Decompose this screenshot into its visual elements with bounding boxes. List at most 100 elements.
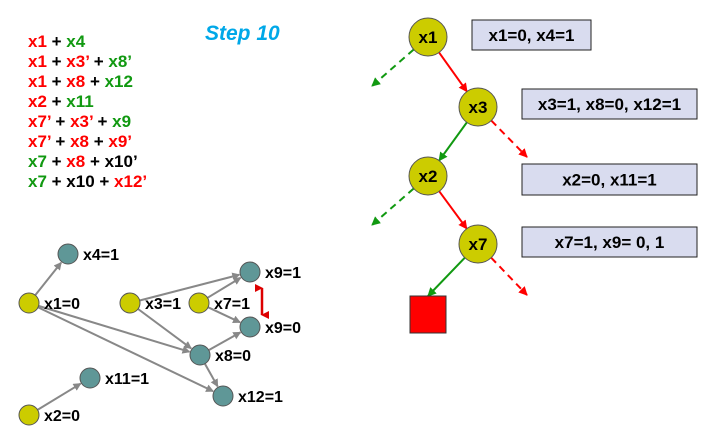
implication-edge xyxy=(206,276,242,300)
graph-node-x2 xyxy=(18,404,40,426)
literal: + xyxy=(46,92,67,111)
tree-node-label: x3 xyxy=(469,98,488,117)
literal: + xyxy=(46,52,67,71)
graph-node-label: x9=0 xyxy=(265,320,301,337)
implication-edge xyxy=(207,331,242,352)
implication-edge xyxy=(138,272,241,302)
tree-node-x3 xyxy=(458,87,498,127)
graph-node-x4 xyxy=(57,243,79,265)
literal: + xyxy=(46,72,67,91)
graph-node-x11 xyxy=(79,367,101,389)
graph-node-label: x3=1 xyxy=(145,296,181,313)
literal: + xyxy=(89,132,109,151)
step-title: Step 10 xyxy=(205,22,280,45)
tree-node-x2 xyxy=(408,156,448,196)
graph-node-x3 xyxy=(119,292,141,314)
tree-dashed-edge xyxy=(490,257,528,296)
literal: x7’ xyxy=(28,112,51,131)
literal: + xyxy=(94,172,115,191)
tree-node-x1 xyxy=(408,17,448,57)
graph-node-label: x7=1 xyxy=(214,296,250,313)
literal: x1 xyxy=(28,52,47,71)
literal: x2 xyxy=(28,92,47,111)
literal: x7’ xyxy=(28,132,51,151)
literal: x10’ xyxy=(104,152,138,171)
literal: + xyxy=(46,172,67,191)
literal: + xyxy=(89,52,109,71)
literal: + xyxy=(85,152,105,171)
graph-node-label: x2=0 xyxy=(44,408,80,425)
tree-edge xyxy=(438,51,468,93)
tree-node-label: x2 xyxy=(419,167,438,186)
assignment-box xyxy=(521,88,698,120)
literal: + xyxy=(46,32,67,51)
assignment-text: x3=1, x8=0, x12=1 xyxy=(538,95,681,114)
implication-edge xyxy=(203,362,219,388)
tree-dashed-edge xyxy=(371,48,415,87)
implication-edge xyxy=(36,382,82,412)
graph-node-x8 xyxy=(189,344,211,366)
tree-edge xyxy=(427,257,466,297)
assignment-box xyxy=(471,19,592,51)
graph-node-x9b xyxy=(239,316,261,338)
clause: x2 + x11 xyxy=(28,92,94,112)
graph-node-label: x8=0 xyxy=(215,348,251,365)
assignment-text: x7=1, x9= 0, 1 xyxy=(555,233,665,252)
graph-node-label: x4=1 xyxy=(83,247,119,264)
assignment-box xyxy=(521,226,698,258)
clause: x7’ + x3’ + x9 xyxy=(28,112,131,132)
tree-node-label: x7 xyxy=(469,235,488,254)
graph-node-x7 xyxy=(188,292,210,314)
literal: x12 xyxy=(104,72,133,91)
literal: x9’ xyxy=(108,132,133,151)
tree-dashed-edge xyxy=(371,187,415,226)
conflict-square xyxy=(409,295,447,334)
tree-dashed-edge xyxy=(490,119,528,158)
literal: + xyxy=(92,112,113,131)
assignment-text: x1=0, x4=1 xyxy=(488,26,574,45)
clause: x7’ + x8 + x9’ xyxy=(28,132,132,152)
clause: x7 + x10 + x12’ xyxy=(28,172,147,192)
assignment-box xyxy=(521,163,698,196)
literal: + xyxy=(50,132,71,151)
graph-node-x12 xyxy=(212,385,234,407)
graph-node-label: x11=1 xyxy=(105,371,149,388)
literal: x11 xyxy=(66,92,94,111)
literal: x4 xyxy=(66,32,86,51)
clause: x1 + x8 + x12 xyxy=(28,72,133,92)
tree-edge xyxy=(438,121,468,162)
clause: x1 + x3’ + x8’ xyxy=(28,52,132,72)
literal: x1 xyxy=(28,32,47,51)
graph-node-label: x1=0 xyxy=(44,296,80,313)
clause: x7 + x8 + x10’ xyxy=(28,152,138,172)
literal: + xyxy=(46,152,67,171)
literal: x10 xyxy=(66,172,95,191)
literal: x8 xyxy=(66,152,86,171)
literal: + xyxy=(50,112,71,131)
implication-edge xyxy=(136,307,192,350)
literal: x8’ xyxy=(108,52,133,71)
literal: + xyxy=(85,72,105,91)
graph-node-label: x9=1 xyxy=(265,265,301,282)
literal: x9 xyxy=(112,112,132,131)
literal: x7 xyxy=(28,152,47,171)
graph-node-x1 xyxy=(18,292,40,314)
implication-edge xyxy=(33,261,62,297)
implication-edge xyxy=(36,305,214,393)
literal: x12’ xyxy=(114,172,148,191)
graph-node-x9a xyxy=(239,261,261,283)
assignment-text: x2=0, x11=1 xyxy=(562,171,657,190)
clause: x1 + x4 xyxy=(28,32,85,52)
literal: x7 xyxy=(28,172,47,191)
literal: x3’ xyxy=(66,52,89,71)
tree-node-x7 xyxy=(458,224,498,264)
literal: x1 xyxy=(28,72,47,91)
literal: x3’ xyxy=(70,112,93,131)
tree-edge xyxy=(438,190,468,230)
implication-edge xyxy=(37,304,191,354)
graph-node-label: x12=1 xyxy=(238,389,283,406)
literal: x8 xyxy=(70,132,89,151)
tree-node-label: x1 xyxy=(419,28,438,47)
